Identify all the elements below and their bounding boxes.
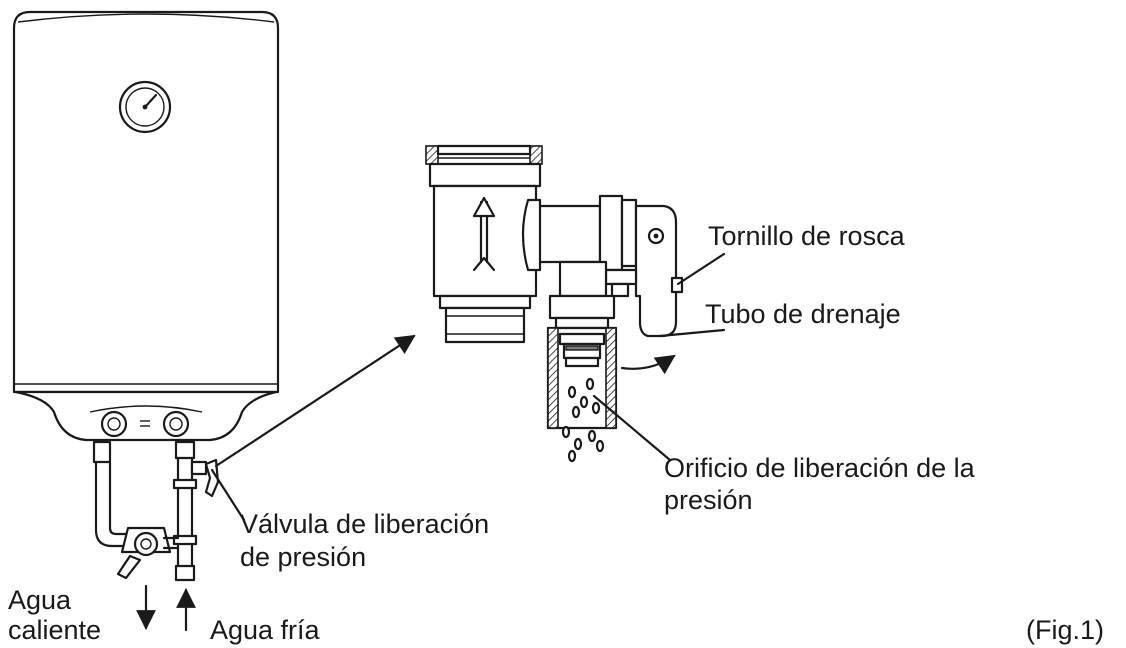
label-screw: Tornillo de rosca bbox=[708, 221, 905, 251]
enlarged-valve bbox=[425, 144, 684, 463]
heater-plumbing bbox=[92, 440, 220, 582]
label-valve-line1: Válvula de liberación bbox=[240, 509, 490, 539]
label-valve-line2: de presión bbox=[240, 542, 367, 572]
label-drain-tube: Tubo de drenaje bbox=[705, 299, 901, 329]
pressure-gauge-icon bbox=[118, 80, 172, 134]
label-hot-line1: Agua bbox=[8, 585, 72, 615]
water-heater-icon bbox=[12, 10, 280, 442]
label-orifice-line1: Orificio de liberación de la bbox=[664, 453, 975, 483]
figure-number: (Fig.1) bbox=[1026, 615, 1105, 645]
flow-arrow-icon bbox=[472, 196, 496, 272]
leader-lines bbox=[136, 252, 726, 632]
label-hot-line2: caliente bbox=[8, 615, 102, 645]
label-orifice-line2: presión bbox=[664, 485, 753, 515]
drip-icon bbox=[561, 377, 605, 463]
label-cold-water: Agua fría bbox=[210, 615, 320, 645]
